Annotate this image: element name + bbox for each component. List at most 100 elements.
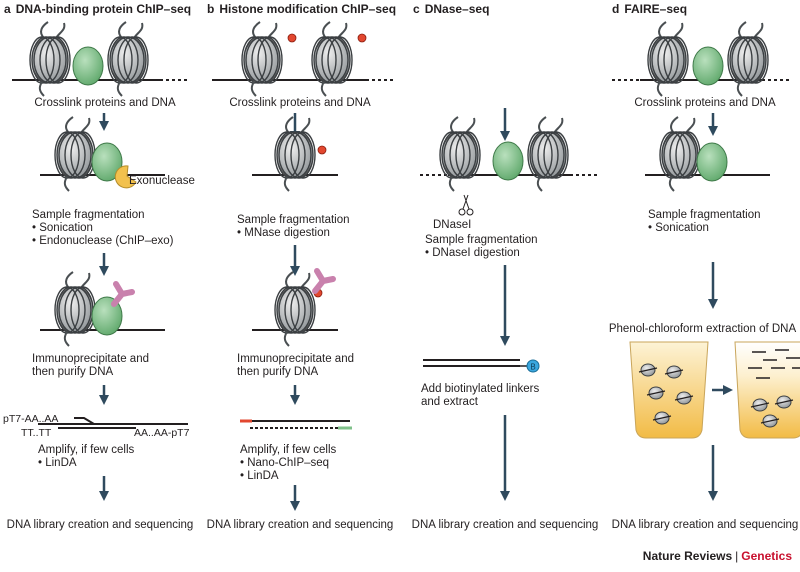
histone-tail: [267, 22, 278, 39]
dna-wrap: [657, 36, 687, 84]
dna-wrap: [251, 36, 281, 84]
panel-a-exonuclease-label: Exonuclease: [129, 175, 195, 187]
panel-b-antibody: [312, 268, 336, 294]
panel-b-ip-nucleosome: [274, 271, 316, 347]
dna-wrap: [663, 36, 689, 84]
scissors-handle: [458, 208, 466, 216]
panel-d-extraction-label: Phenol-chloroform extraction of DNA: [608, 323, 797, 335]
panel-b-amplify-title: Amplify, if few cells: [240, 444, 337, 456]
mini-dna: [750, 402, 770, 408]
panel-a-nucleosome-2: [107, 21, 149, 97]
exonuclease-icon: [114, 165, 137, 189]
dna-wrap: [278, 131, 312, 179]
mini-dna: [638, 367, 658, 373]
histone-tail: [448, 176, 455, 192]
panel-a-frag-nucleosome: [54, 116, 96, 192]
dna-wrap: [651, 36, 685, 84]
panel-c-nucleosome-1: [439, 116, 481, 192]
histone-tail: [658, 21, 667, 39]
panel-a-ip-nucleosome: [54, 271, 96, 347]
panel-c-letter: c: [413, 2, 420, 16]
dna-wrap: [278, 286, 312, 334]
histone-tail: [40, 21, 49, 39]
panel-d-nucleosome-2: [727, 21, 769, 97]
panel-a-adapter-hook: [74, 417, 95, 425]
dna-wrap: [455, 131, 481, 179]
tube-right-nucleosome: [760, 414, 780, 428]
histone-tail: [63, 331, 70, 347]
dna-wrap: [117, 36, 147, 84]
panel-d-fragmentation-title: Sample fragmentation: [648, 209, 761, 221]
tube-right-nucleosome: [750, 398, 770, 412]
panel-b-nucleosome-2: [311, 21, 353, 97]
panel-b-amp-item-2: • LinDA: [240, 470, 279, 482]
mini-dna: [674, 395, 694, 401]
panel-b-mark-1: [287, 33, 297, 43]
panel-d-final-step: DNA library creation and sequencing: [611, 519, 799, 531]
histone-tail: [285, 116, 294, 134]
histone-tail: [465, 117, 476, 134]
antibody-body: [312, 268, 336, 294]
panel-d-frag-protein: [696, 142, 728, 182]
biotin-icon: [526, 359, 540, 373]
scissors-icon: [458, 194, 474, 216]
panel-b-frag-nucleosome: [274, 116, 316, 192]
histone-tail: [668, 176, 675, 192]
dna-wrap: [58, 131, 92, 179]
dna-wrap: [743, 36, 769, 84]
panel-d-frag-item-1: • Sonication: [648, 222, 709, 234]
tube-left-nucleosome: [664, 365, 684, 379]
panel-d-title: FAIRE–seq: [624, 2, 688, 16]
panel-c-linker-line2: and extract: [421, 396, 478, 408]
histone-tail: [283, 331, 290, 347]
histone-tail: [738, 21, 747, 39]
panel-b-final-step: DNA library creation and sequencing: [206, 519, 394, 531]
mini-dna: [774, 399, 794, 405]
histone-tail: [118, 21, 127, 39]
dna-wrap: [284, 131, 314, 179]
panel-a-step-crosslink: Crosslink proteins and DNA: [34, 97, 176, 109]
scissors-blade: [462, 194, 470, 210]
histone-tail: [63, 176, 70, 192]
histone-tail: [300, 272, 311, 289]
tube-left-nucleosome: [674, 391, 694, 405]
dna-wrap: [290, 131, 316, 179]
dna-wrap: [58, 286, 92, 334]
panel-d-nucleosome-1: [647, 21, 689, 97]
panel-d-frag-nucleosome: [659, 116, 701, 192]
dna-wrap: [123, 36, 149, 84]
panel-b-frag-item-1: • MNase digestion: [237, 227, 330, 239]
histone-tail: [656, 81, 663, 97]
journal-name: Nature Reviews: [642, 549, 733, 563]
scissors-handle: [466, 208, 474, 216]
histone-tail: [133, 22, 144, 39]
panel-a-amplify-title: Amplify, if few cells: [38, 444, 135, 456]
panel-b-heading: b Histone modification ChIP–seq: [207, 3, 396, 16]
panel-d-protein: [692, 46, 724, 86]
panel-b-amp-item-1: • Nano-ChIP–seq: [240, 457, 330, 469]
histone-tail: [553, 117, 564, 134]
panel-b-letter: b: [207, 2, 215, 16]
dna-wrap: [33, 36, 67, 84]
panel-c-protein: [492, 141, 524, 181]
panel-b-frag-mark: [317, 145, 327, 155]
dna-wrap: [245, 36, 279, 84]
dna-wrap: [257, 36, 283, 84]
panel-a-adapter-right: AA..AA-pT7: [134, 427, 190, 439]
dna-wrap: [39, 36, 69, 84]
histone-tail: [80, 272, 91, 289]
dna-wrap: [284, 286, 314, 334]
dna-wrap: [731, 36, 765, 84]
panel-a-adapter-bottom: TT..TT: [21, 427, 52, 439]
histone-tail: [685, 117, 696, 134]
panel-b-title: Histone modification ChIP–seq: [219, 2, 397, 16]
histone-tail: [673, 22, 684, 39]
mini-dna: [664, 369, 684, 375]
panel-a-letter: a: [4, 2, 11, 16]
histone-tail: [55, 22, 66, 39]
panel-a-nucleosome-1: [29, 21, 71, 97]
panel-a-protein: [72, 46, 104, 86]
